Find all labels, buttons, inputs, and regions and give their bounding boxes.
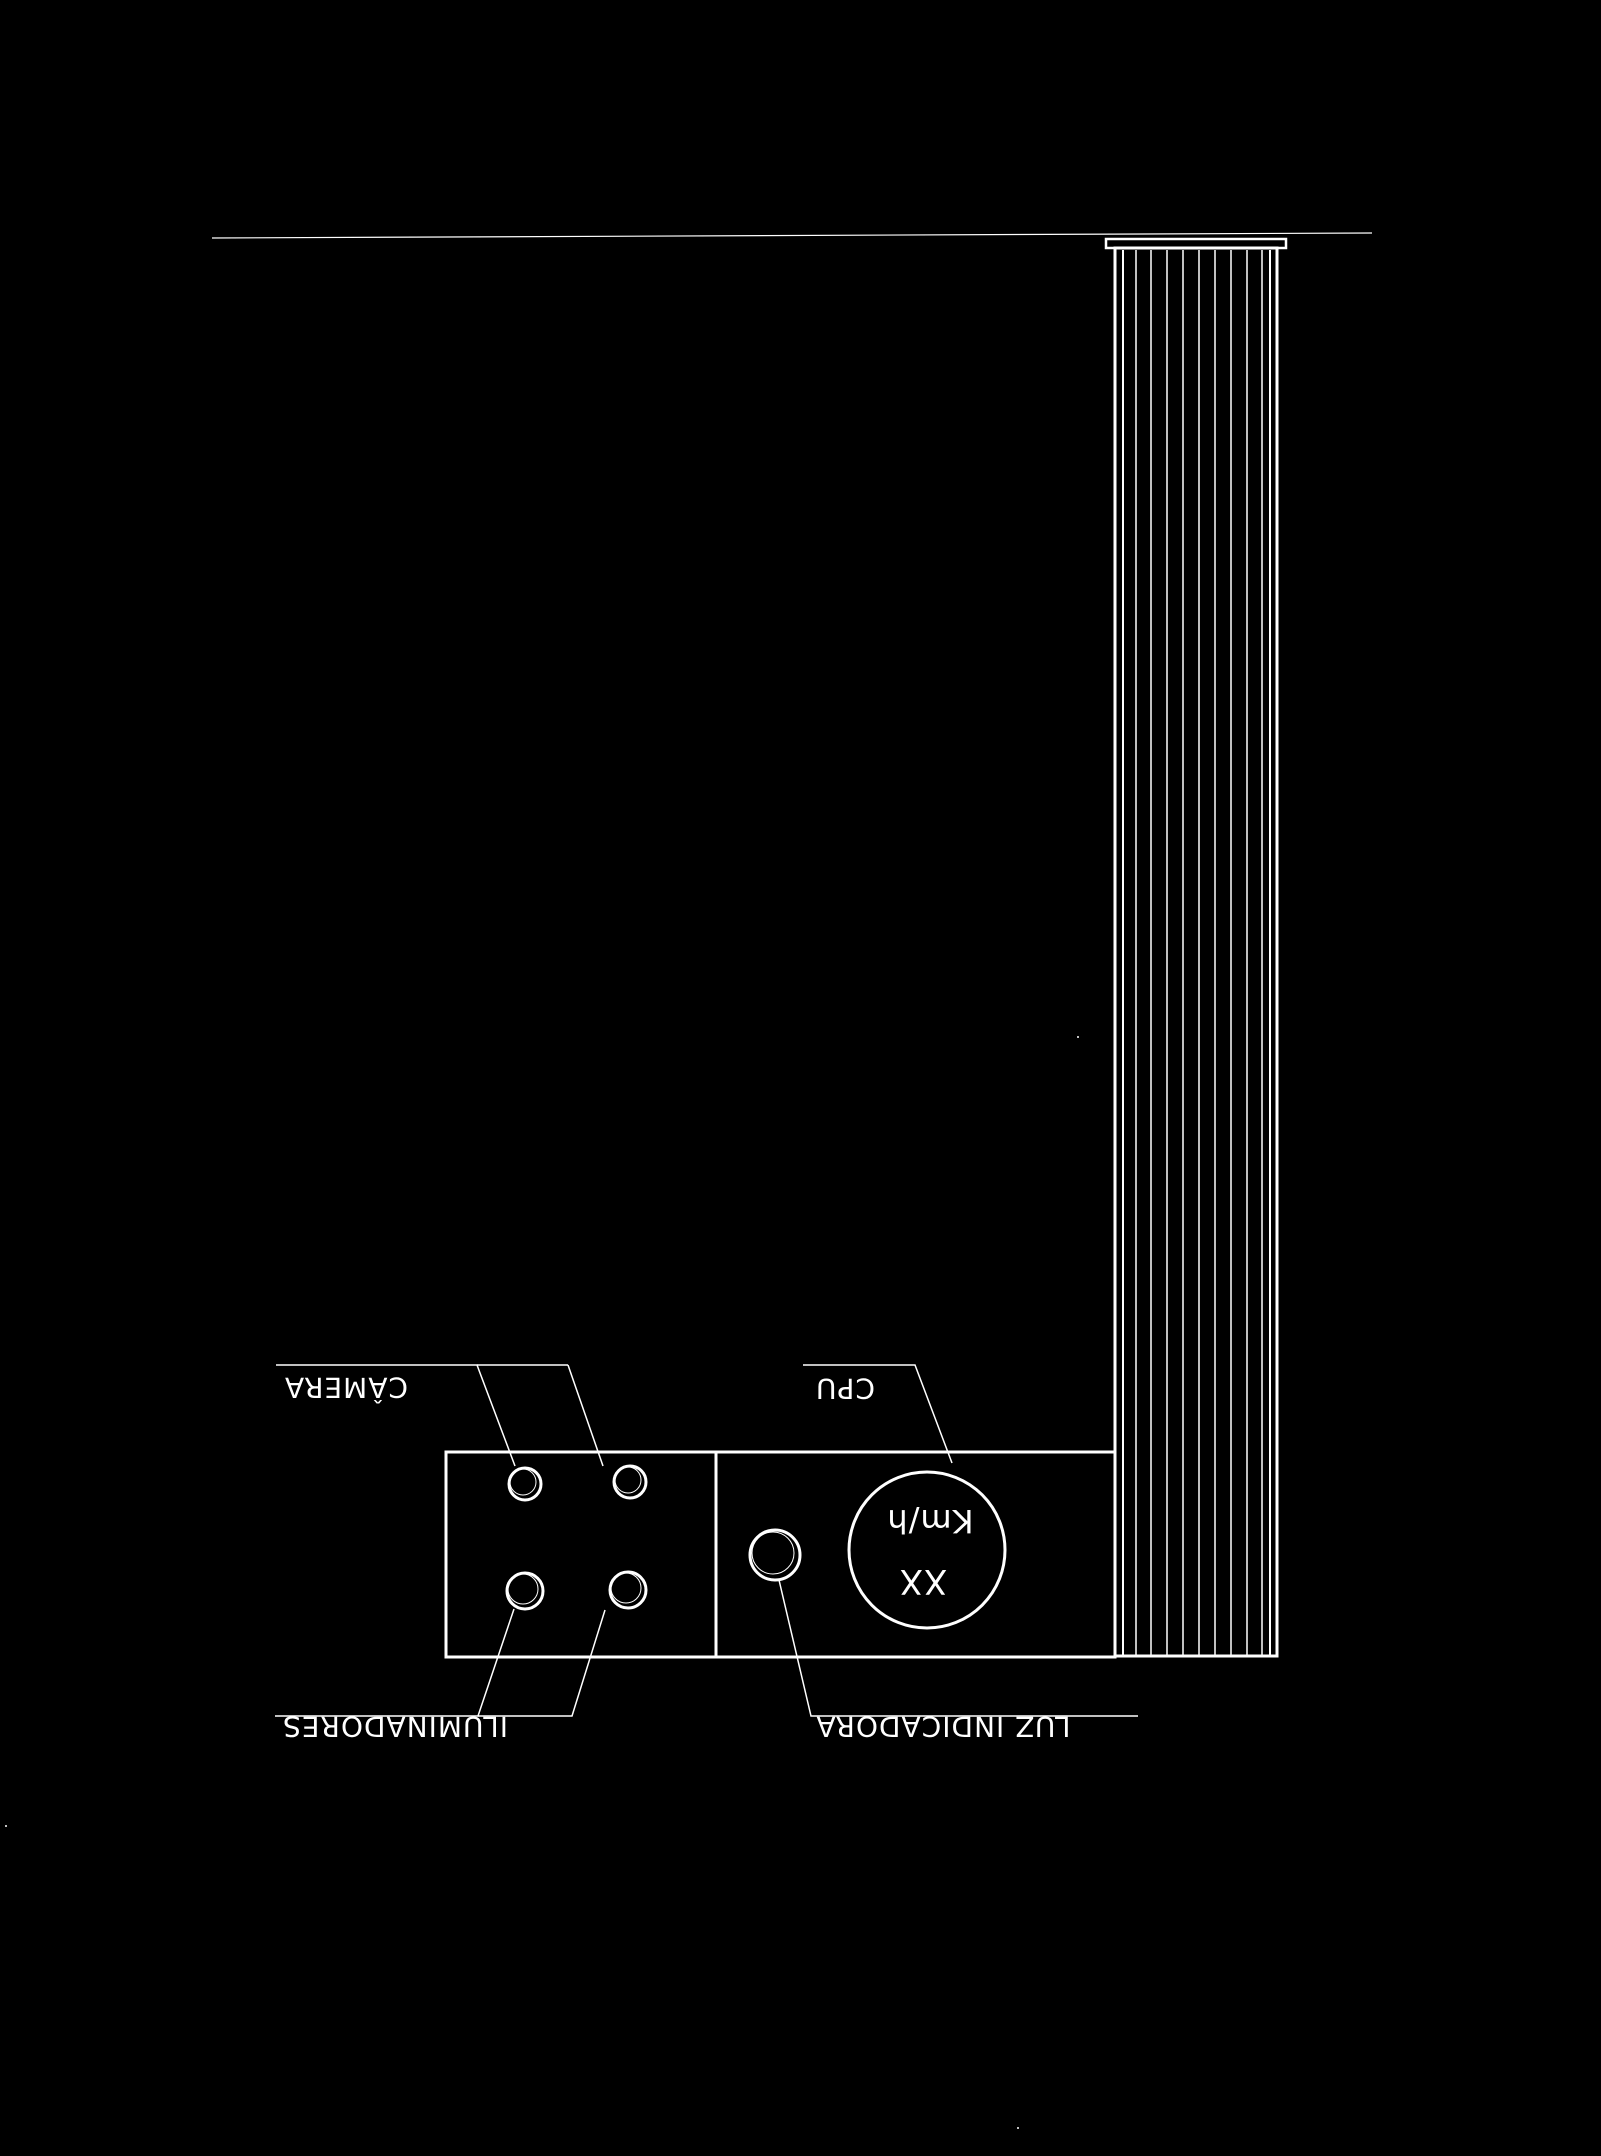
indicator-light <box>748 1528 802 1582</box>
artifact-dot <box>1077 1036 1079 1038</box>
cpu-box <box>714 1450 1117 1659</box>
illuminators-leader-line <box>478 1609 606 1717</box>
camera-lens <box>612 1464 648 1500</box>
illuminator <box>608 1570 648 1610</box>
speed-display-value: XX <box>899 1561 948 1601</box>
camera-box <box>444 1450 718 1659</box>
pole-outline <box>1113 246 1279 1658</box>
illuminators-label: ILUMINADORES <box>282 1710 508 1743</box>
indicator-light-label: LUZ INDICADORA <box>815 1710 1070 1743</box>
artifact-dot <box>1017 2127 1019 2129</box>
camera-label: CÂMERA <box>284 1371 408 1405</box>
cpu-leader-line <box>803 1364 953 1464</box>
speed-display-unit: Km/h <box>886 1502 973 1540</box>
illuminators-leader-line <box>275 1608 515 1717</box>
cpu-label: CPU <box>815 1372 875 1405</box>
speed-display <box>847 1470 1007 1630</box>
artifact-dot <box>5 1825 7 1827</box>
ground-reference-line <box>211 232 1373 239</box>
camera-lens <box>507 1466 543 1502</box>
pole <box>1113 246 1279 1658</box>
illuminator <box>505 1571 545 1611</box>
camera-leader-line <box>567 1364 604 1467</box>
indicator-leader-line <box>778 1579 1138 1717</box>
